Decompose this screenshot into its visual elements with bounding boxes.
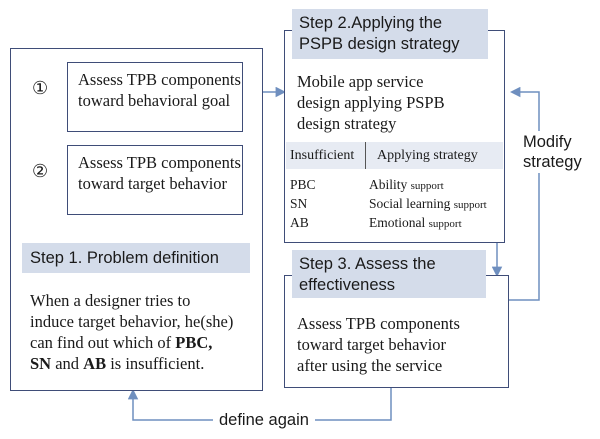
step2-desc-line1: Mobile app service	[297, 72, 424, 91]
step3-desc-line2: toward target behavior	[297, 335, 447, 354]
step1-body-line1: When a designer tries to	[30, 291, 191, 310]
step2-description: Mobile app service design applying PSPB …	[297, 71, 445, 134]
step2-row-sn-strategy: Social learning support	[369, 195, 487, 214]
step1-body-line2: induce target behavior, he(she)	[30, 312, 234, 331]
arrow-modify-strategy	[509, 86, 540, 301]
step2-row-pbc-strategy-text: Ability	[369, 177, 408, 192]
step1-item1-number: ①	[32, 78, 49, 98]
step1-item2-box: Assess TPB components toward target beha…	[67, 145, 243, 215]
step2-col-strategy: Applying strategy	[377, 148, 478, 163]
step2-row-ab-strategy-text: Emotional	[369, 215, 426, 230]
modify-strategy-line1: Modify	[523, 133, 572, 151]
step2-row-sn-strategy-text: Social learning	[369, 196, 451, 211]
step1-item2-text: Assess TPB components toward target beha…	[78, 153, 241, 193]
step1-item1-box: Assess TPB components toward behavioral …	[67, 62, 243, 132]
step1-body-line3-text: can find out which of	[30, 333, 172, 352]
step2-desc-line2: design applying PSPB	[297, 93, 445, 112]
step1-item2-number: ②	[32, 161, 49, 181]
step2-row-ab-strategy: Emotional support	[369, 214, 462, 233]
step3-header-line2: effectiveness	[299, 276, 396, 294]
step3-desc-line3: after using the service	[297, 356, 443, 375]
step1-body: When a designer tries to induce target b…	[30, 290, 258, 374]
step1-body-line4: SN and AB is insufficient.	[30, 353, 258, 374]
step3-desc-line1: Assess TPB components	[297, 314, 460, 333]
step2-table-header	[286, 142, 503, 169]
step2-row-pbc-factor: PBC	[290, 177, 316, 192]
step1-body-end: is insufficient.	[110, 354, 205, 373]
step2-row-pbc-strategy: Ability support	[369, 176, 444, 195]
step3-header-line1: Step 3. Assess the	[299, 255, 436, 273]
step1-header-label: Step 1. Problem definition	[30, 249, 219, 267]
step3-header: Step 3. Assess the effectiveness	[292, 250, 486, 298]
step2-table-divider	[365, 142, 366, 169]
step2-desc-line3: design strategy	[297, 114, 397, 133]
modify-strategy-line2: strategy	[523, 153, 582, 171]
step3-description: Assess TPB components toward target beha…	[297, 313, 460, 376]
step2-header-line2: PSPB design strategy	[299, 35, 460, 53]
step2-frame	[284, 30, 505, 243]
step2-row-ab-factor: AB	[290, 215, 309, 230]
step2-header: Step 2.Applying the PSPB design strategy	[292, 9, 488, 59]
step1-body-sn: SN	[30, 354, 52, 373]
step2-row-sn-factor: SN	[290, 196, 308, 211]
step2-col-insufficient: Insufficient	[290, 148, 355, 163]
define-again-label: define again	[213, 410, 315, 431]
step2-header-line1: Step 2.Applying the	[299, 14, 443, 32]
step1-body-pbc: PBC,	[175, 333, 213, 352]
step2-row-pbc-support: support	[410, 180, 444, 192]
step1-header: Step 1. Problem definition	[22, 243, 250, 273]
step2-row-sn-support: support	[453, 199, 487, 211]
step1-body-line3: can find out which of PBC,	[30, 332, 258, 353]
step1-item1-text: Assess TPB components toward behavioral …	[78, 70, 241, 110]
step2-row-ab-support: support	[428, 218, 462, 230]
step1-body-ab: AB	[83, 354, 107, 373]
modify-strategy-label: Modify strategy	[521, 131, 584, 173]
step1-body-and: and	[55, 354, 80, 373]
